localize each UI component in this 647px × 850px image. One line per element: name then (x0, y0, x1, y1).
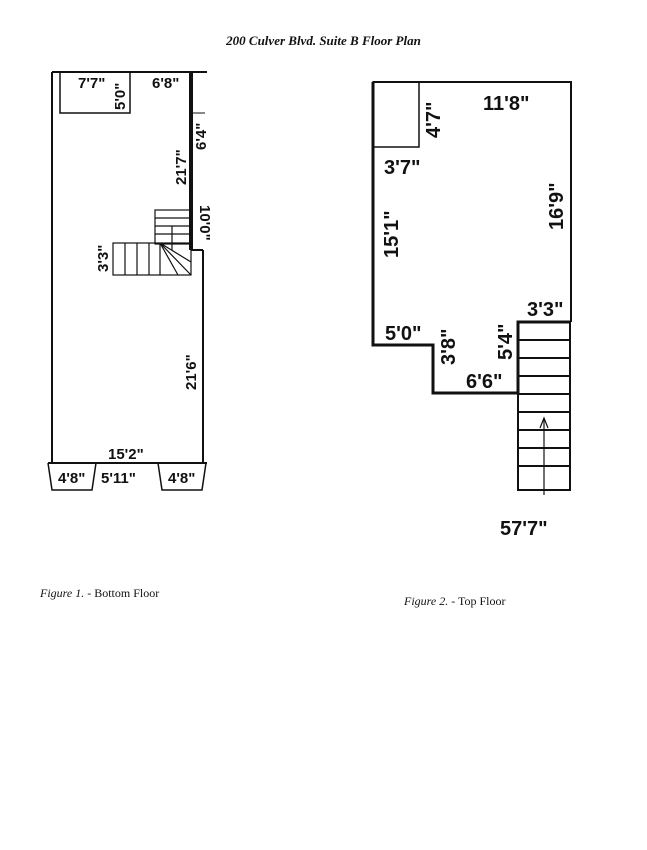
figure-2-caption: Figure 2. - Top Floor (404, 594, 506, 609)
figure-2-label: Figure 2. (404, 594, 449, 608)
bottom-floor-plan (47, 71, 207, 491)
dim-label: 15'1" (381, 210, 403, 258)
dim-label: 4'7" (423, 102, 445, 138)
dim-label: 3'7" (384, 157, 420, 179)
dim-label: 6'6" (466, 371, 502, 393)
dim-label: 21'6" (183, 354, 200, 390)
dim-label: 5'11" (101, 470, 136, 487)
dim-label: 16'9" (546, 182, 568, 230)
top-floor-dimensions: 11'8" 4'7" 3'7" 15'1" 16'9" 3'3" 5'0" 3'… (381, 93, 568, 540)
figure-1-caption-text: - Bottom Floor (84, 586, 160, 600)
dim-label: 7'7" (78, 75, 105, 92)
staircase (112, 209, 192, 276)
page-title: 200 Culver Blvd. Suite B Floor Plan (226, 33, 421, 48)
figure-1-caption: Figure 1. - Bottom Floor (40, 586, 159, 601)
dim-label: 21'7" (173, 149, 190, 185)
dim-label: 6'4" (193, 123, 210, 150)
figure-2-caption-text: - Top Floor (448, 594, 506, 608)
bottom-floor-dimensions: 7'7" 5'0" 6'8" 6'4" 21'7" 10'0" 3'3" 21'… (58, 75, 213, 487)
dim-label: 3'8" (438, 329, 460, 365)
dim-label: 4'8" (58, 470, 85, 487)
staircase (517, 321, 571, 495)
dim-label: 3'3" (527, 299, 563, 321)
dim-label: 11'8" (483, 93, 530, 115)
dim-label: 5'0" (385, 323, 421, 345)
dim-label: 3'3" (95, 245, 112, 272)
dim-label: 5'0" (112, 83, 129, 110)
dim-label: 10'0" (196, 205, 213, 241)
dim-label: 57'7" (500, 518, 548, 540)
top-floor-plan (371, 81, 572, 495)
dim-label: 5'4" (495, 324, 517, 360)
dim-label: 6'8" (152, 75, 179, 92)
dim-label: 15'2" (108, 446, 144, 463)
dim-label: 4'8" (168, 470, 195, 487)
figure-1-label: Figure 1. (40, 586, 85, 600)
